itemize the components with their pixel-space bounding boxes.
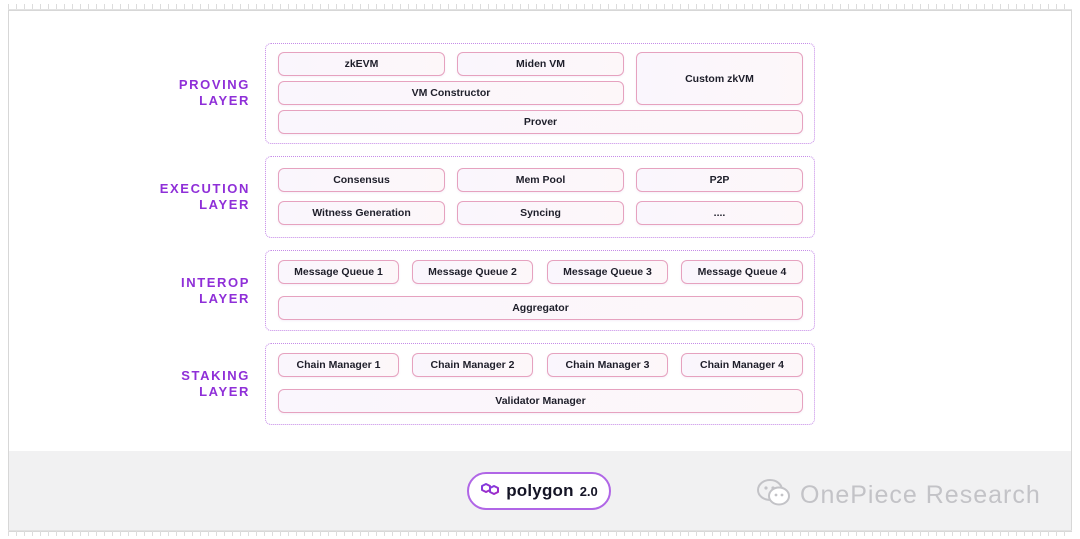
module-ellipsis: .... [636, 201, 803, 225]
layer-label-line2: LAYER [199, 197, 250, 212]
module-p2p: P2P [636, 168, 803, 192]
interop-layer-box: Message Queue 1 Message Queue 2 Message … [265, 250, 815, 331]
module-message-queue-4: Message Queue 4 [681, 260, 803, 284]
module-message-queue-3: Message Queue 3 [547, 260, 668, 284]
module-chain-manager-4: Chain Manager 4 [681, 353, 803, 377]
proving-layer-label: PROVING LAYER [130, 77, 250, 109]
module-message-queue-1: Message Queue 1 [278, 260, 399, 284]
polygon-version-text: 2.0 [579, 483, 598, 499]
module-message-queue-2: Message Queue 2 [412, 260, 533, 284]
module-mem-pool: Mem Pool [457, 168, 624, 192]
module-miden-vm: Miden VM [457, 52, 624, 76]
execution-layer-box: Consensus Mem Pool P2P Witness Generatio… [265, 156, 815, 238]
layer-label-line2: LAYER [199, 93, 250, 108]
staking-layer-box: Chain Manager 1 Chain Manager 2 Chain Ma… [265, 343, 815, 425]
polygon-logo-badge: polygon 2.0 [467, 472, 611, 510]
layer-label-line2: LAYER [199, 384, 250, 399]
module-aggregator: Aggregator [278, 296, 803, 320]
module-zkevm: zkEVM [278, 52, 445, 76]
layer-label-line2: LAYER [199, 291, 250, 306]
polygon-logo-icon [480, 481, 500, 502]
wechat-icon [756, 478, 792, 513]
module-chain-manager-2: Chain Manager 2 [412, 353, 533, 377]
layer-label-line1: PROVING [178, 77, 250, 92]
module-witness-generation: Witness Generation [278, 201, 445, 225]
module-prover: Prover [278, 110, 803, 134]
layer-label-line1: INTEROP [181, 275, 250, 290]
module-chain-manager-1: Chain Manager 1 [278, 353, 399, 377]
layer-label-line1: STAKING [181, 368, 250, 383]
module-validator-manager: Validator Manager [278, 389, 803, 413]
module-consensus: Consensus [278, 168, 445, 192]
execution-layer-label: EXECUTION LAYER [130, 181, 250, 213]
watermark-text: OnePiece Research [800, 481, 1041, 509]
module-chain-manager-3: Chain Manager 3 [547, 353, 668, 377]
module-syncing: Syncing [457, 201, 624, 225]
proving-layer-box: zkEVM Miden VM Custom zkVM VM Constructo… [265, 43, 815, 144]
watermark: OnePiece Research [756, 478, 1041, 513]
interop-layer-label: INTEROP LAYER [130, 275, 250, 307]
layer-label-line1: EXECUTION [159, 181, 250, 196]
polygon-brand-text: polygon [506, 481, 574, 500]
module-vm-constructor: VM Constructor [278, 81, 624, 105]
staking-layer-label: STAKING LAYER [130, 368, 250, 400]
top-ruler [8, 4, 1072, 10]
bottom-ruler [8, 530, 1072, 536]
module-custom-zkvm: Custom zkVM [636, 52, 803, 105]
